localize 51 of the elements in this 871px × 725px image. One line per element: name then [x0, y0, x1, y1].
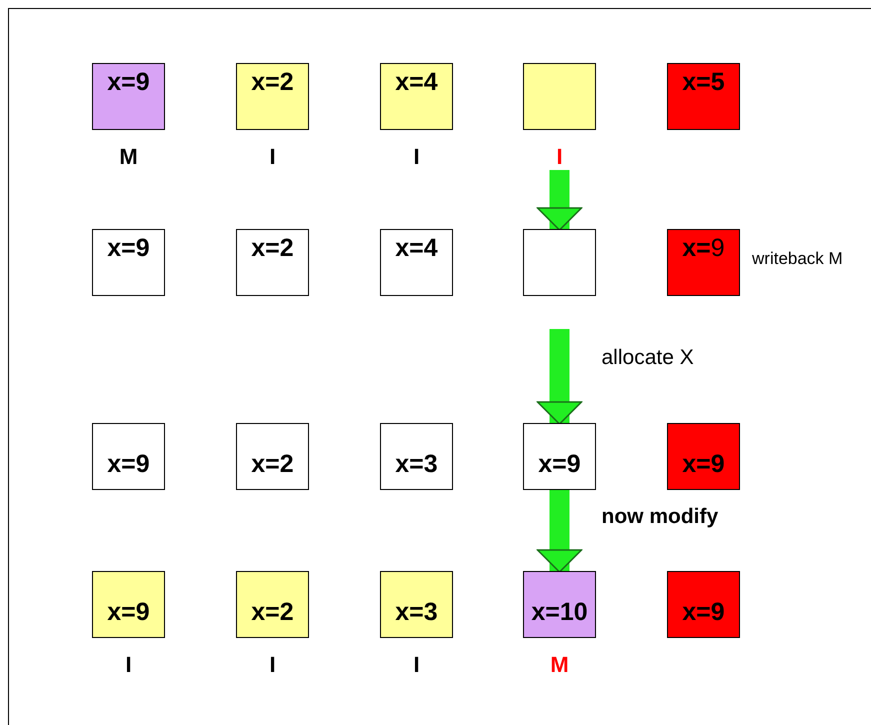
value-label: x=9 [537, 450, 582, 479]
value-label: x=2 [250, 68, 295, 97]
value-box [236, 571, 309, 638]
empty-box [523, 63, 596, 130]
value-label: x=9 [681, 598, 726, 627]
state-label: writeback M [752, 249, 843, 269]
value-box [92, 229, 165, 296]
arrow [536, 329, 582, 425]
state-label: M [549, 652, 570, 678]
value-box [236, 63, 309, 130]
value-label: x=2 [250, 450, 295, 479]
value-label: x=10 [530, 598, 589, 627]
arrow [536, 170, 582, 231]
value-label: x=4 [394, 234, 439, 263]
value-box [667, 229, 740, 296]
value-box [380, 229, 453, 296]
state-label: I [268, 652, 277, 678]
value-label: x=2 [250, 598, 295, 627]
value-box [523, 423, 596, 490]
value-label: x=4 [394, 68, 439, 97]
value-box [236, 229, 309, 296]
arrow [536, 490, 582, 573]
state-label: I [412, 652, 421, 678]
value-box [92, 423, 165, 490]
value-label: x=9 [106, 598, 151, 627]
state-label: I [124, 652, 133, 678]
value-label: x=9 [681, 450, 726, 479]
value-box [380, 63, 453, 130]
value-box [523, 571, 596, 638]
value-box [380, 571, 453, 638]
value-label: x=9 [106, 450, 151, 479]
state-label: I [412, 144, 421, 170]
value-label: x=5 [681, 68, 726, 97]
value-box [92, 63, 165, 130]
value-box [667, 423, 740, 490]
value-box [667, 63, 740, 130]
value-box [236, 423, 309, 490]
state-label: M [118, 144, 139, 170]
value-box [380, 423, 453, 490]
state-label: I [555, 144, 564, 170]
state-label: I [268, 144, 277, 170]
value-label: x=3 [394, 598, 439, 627]
value-label: x=9 [106, 68, 151, 97]
value-label: x=2 [250, 234, 295, 263]
edge-label: now modify [602, 504, 718, 528]
value-label: x=9 [681, 234, 726, 263]
value-label: x=3 [394, 450, 439, 479]
value-label: x=9 [106, 234, 151, 263]
value-box [92, 571, 165, 638]
empty-box [523, 229, 596, 296]
value-box [667, 571, 740, 638]
